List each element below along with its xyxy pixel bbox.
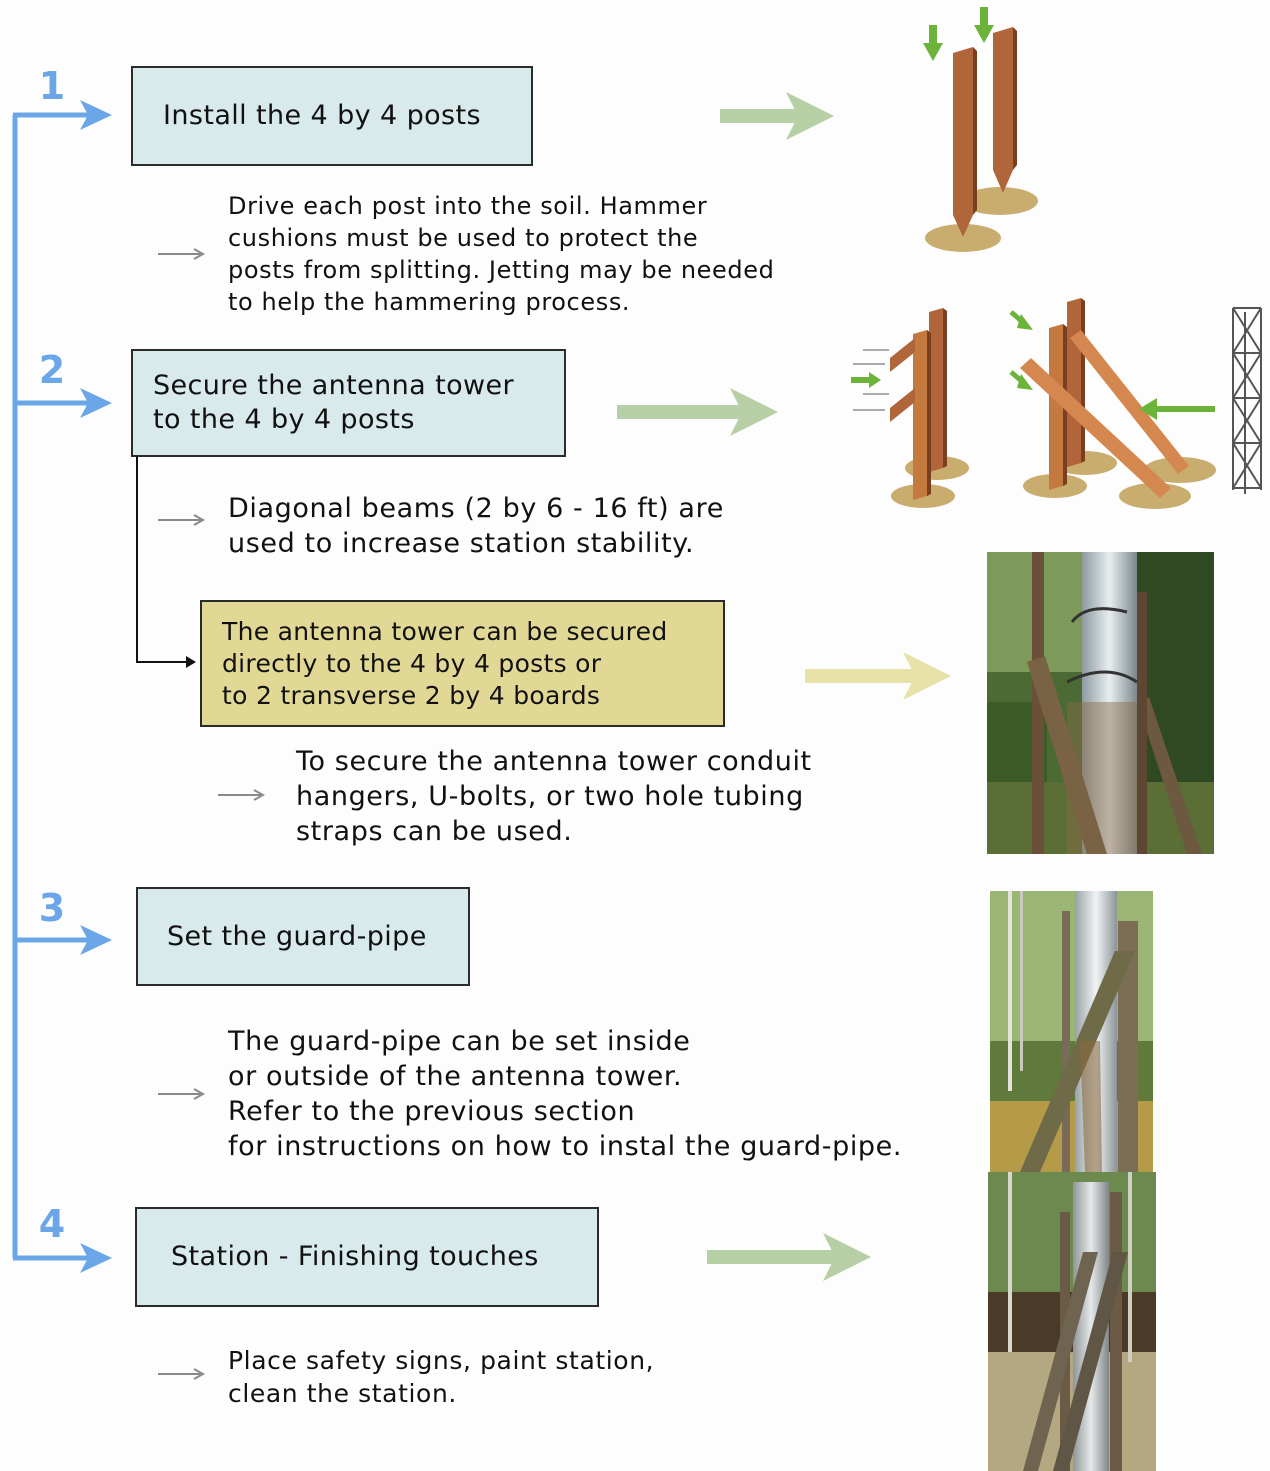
step-4-title: Station - Finishing touches [171,1241,539,1272]
flow-arrow-step-4 [13,1243,112,1273]
tower-assembly-illustration [851,298,1262,509]
green-down-arrow-icon [923,25,943,61]
step-1-title: Install the 4 by 4 posts [163,100,481,131]
step-2-note-description: To secure the antenna tower conduit hang… [296,744,812,849]
step-2-title-line: to the 4 by 4 posts [153,404,415,435]
post-front [953,47,977,237]
step-2-note-box: The antenna tower can be secured directl… [200,600,725,727]
tower-secured-photo [987,552,1214,854]
step-4-box: Station - Finishing touches [135,1207,599,1307]
thin-right-arrow-icon [158,1368,206,1380]
step-1-desc-line: cushions must be used to protect the [228,224,699,252]
thin-right-arrow-icon [218,789,266,801]
step-1-desc-line: posts from splitting. Jetting may be nee… [228,256,775,284]
finished-station-photo [988,1172,1156,1471]
note-line: to 2 transverse 2 by 4 boards [222,681,601,710]
big-right-arrow-icon [805,652,951,700]
flow-arrow-step-1 [13,100,112,130]
step-1-desc-line: Drive each post into the soil. Hammer [228,192,708,220]
green-diagonal-arrow-icon [1009,370,1033,390]
note-desc-line: hangers, U-bolts, or two hole tubing [296,781,804,812]
green-right-arrow-icon [851,372,881,388]
post-back [993,27,1017,193]
step-2-desc-line: used to increase station stability. [228,528,695,559]
flow-line [12,100,112,1273]
step-number-3: 3 [38,886,66,930]
step-number-2: 2 [38,348,66,392]
step-4-desc-line: Place safety signs, paint station, [228,1346,655,1375]
step-1-description: Drive each post into the soil. Hammer cu… [228,190,774,318]
step-2-desc-line: Diagonal beams (2 by 6 - 16 ft) are [228,493,724,524]
big-right-arrow-icon [707,1233,871,1281]
branch-connector [136,456,196,668]
step-2-description: Diagonal beams (2 by 6 - 16 ft) are used… [228,491,724,561]
flow-arrow-step-3 [13,925,112,955]
green-down-arrow-icon [974,7,994,43]
green-left-arrow-icon [1139,398,1215,420]
posts-illustration [923,7,1038,252]
step-1-box: Install the 4 by 4 posts [131,66,533,166]
antenna-tower-icon [1232,307,1262,494]
thin-right-arrow-icon [158,1088,206,1100]
step-number-4: 4 [38,1202,66,1246]
step-3-desc-line: Refer to the previous section [228,1096,636,1127]
note-desc-line: To secure the antenna tower conduit [296,746,812,777]
step-4-description: Place safety signs, paint station, clean… [228,1344,654,1410]
step-3-desc-line: or outside of the antenna tower. [228,1061,683,1092]
step-4-desc-line: clean the station. [228,1379,457,1408]
step-3-box: Set the guard-pipe [136,887,470,986]
step-3-description: The guard-pipe can be set inside or outs… [228,1024,902,1164]
big-right-arrow-icon [617,388,778,436]
step-3-title: Set the guard-pipe [167,920,427,952]
green-diagonal-arrow-icon [1009,310,1033,330]
big-right-arrow-icon [720,92,834,140]
flow-arrow-step-2 [13,388,112,418]
thin-right-arrow-icon [158,514,206,526]
step-2-box: Secure the antenna tower to the 4 by 4 p… [131,349,566,457]
note-line: directly to the 4 by 4 posts or [222,649,602,678]
step-2-title-line: Secure the antenna tower [153,370,515,401]
step-1-desc-line: to help the hammering process. [228,288,631,316]
step-3-desc-line: The guard-pipe can be set inside [228,1026,691,1057]
guard-pipe-photo [990,891,1153,1172]
note-line: The antenna tower can be secured [222,617,668,646]
note-desc-line: straps can be used. [296,816,573,847]
thin-right-arrow-icon [158,248,206,260]
step-number-1: 1 [38,64,66,108]
step-3-desc-line: for instructions on how to instal the gu… [228,1131,903,1162]
